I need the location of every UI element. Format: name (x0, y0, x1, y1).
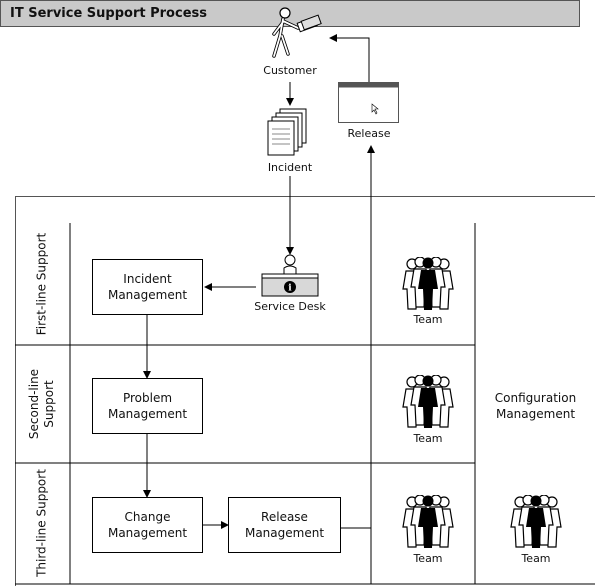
problem-management-box: Problem Management (92, 378, 203, 434)
band-third-line: Third-line Support (34, 469, 49, 577)
band-second-line: Second-line Support (27, 368, 56, 440)
incident-management-box: Incident Management (92, 259, 203, 315)
team-icon (402, 495, 454, 548)
release-label: Release (347, 127, 391, 140)
customer-icon (272, 7, 322, 58)
team-label: Team (413, 313, 443, 326)
documents-icon (267, 108, 307, 156)
service-desk-icon: i (261, 254, 319, 297)
team-label: Team (521, 552, 551, 565)
team-icon (402, 257, 454, 310)
service-desk-label: Service Desk (254, 300, 326, 313)
incident-label: Incident (267, 161, 313, 174)
team-icon (402, 375, 454, 428)
team-label: Team (413, 552, 443, 565)
window-icon (338, 82, 399, 123)
configuration-management-label: Configuration Management (494, 391, 577, 421)
team-icon (510, 495, 562, 548)
change-management-box: Change Management (92, 497, 203, 553)
customer-label: Customer (263, 64, 317, 77)
release-management-box: Release Management (228, 497, 341, 553)
band-first-line: First-line Support (34, 232, 49, 336)
team-label: Team (413, 432, 443, 445)
svg-text:i: i (288, 284, 292, 294)
